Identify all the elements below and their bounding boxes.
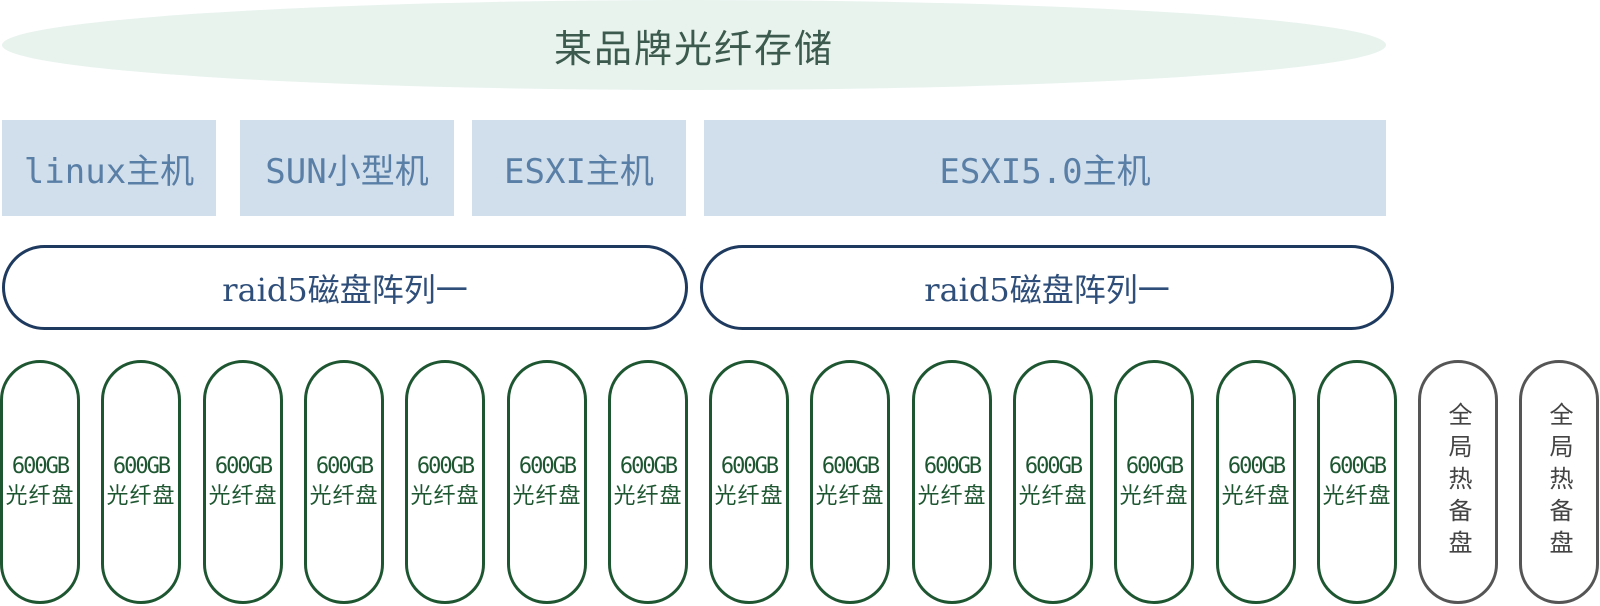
host-label: linux主机 bbox=[23, 151, 195, 192]
disk-capacity: 600GB bbox=[821, 454, 880, 479]
storage-title-text: 某品牌光纤存储 bbox=[553, 26, 834, 71]
hot-spare-label: 全局热备盘 bbox=[1444, 402, 1472, 562]
raid-group-1: raid5磁盘阵列一 bbox=[2, 245, 688, 330]
disk-type: 光纤盘 bbox=[613, 484, 683, 509]
host-label: ESXI主机 bbox=[504, 151, 654, 192]
disk-type: 光纤盘 bbox=[309, 484, 379, 509]
disk-10: 600GB 光纤盘 bbox=[912, 360, 992, 604]
disk-2: 600GB 光纤盘 bbox=[101, 360, 181, 604]
raid-group-2: raid5磁盘阵列一 bbox=[700, 245, 1394, 330]
disk-6: 600GB 光纤盘 bbox=[507, 360, 587, 604]
hot-spare-2: 全局热备盘 bbox=[1519, 360, 1599, 604]
host-label: SUN小型机 bbox=[265, 151, 429, 192]
disk-3: 600GB 光纤盘 bbox=[203, 360, 283, 604]
disk-type: 光纤盘 bbox=[5, 484, 75, 509]
storage-title: 某品牌光纤存储 bbox=[2, 0, 1386, 90]
disk-capacity: 600GB bbox=[11, 454, 70, 479]
disk-capacity: 600GB bbox=[720, 454, 779, 479]
disk-type: 光纤盘 bbox=[106, 484, 176, 509]
disk-type: 光纤盘 bbox=[1018, 484, 1088, 509]
disk-type: 光纤盘 bbox=[815, 484, 885, 509]
disk-type: 光纤盘 bbox=[714, 484, 784, 509]
raid-label: raid5磁盘阵列一 bbox=[924, 270, 1170, 309]
disk-capacity: 600GB bbox=[923, 454, 982, 479]
disk-14: 600GB 光纤盘 bbox=[1317, 360, 1397, 604]
disk-5: 600GB 光纤盘 bbox=[405, 360, 485, 604]
disk-12: 600GB 光纤盘 bbox=[1114, 360, 1194, 604]
host-linux: linux主机 bbox=[2, 120, 216, 216]
disk-type: 光纤盘 bbox=[1221, 484, 1291, 509]
host-sun: SUN小型机 bbox=[240, 120, 454, 216]
disk-4: 600GB 光纤盘 bbox=[304, 360, 384, 604]
hot-spare-1: 全局热备盘 bbox=[1418, 360, 1498, 604]
host-esxi: ESXI主机 bbox=[472, 120, 686, 216]
host-label: ESXI5.0主机 bbox=[939, 151, 1151, 192]
host-esxi5: ESXI5.0主机 bbox=[704, 120, 1386, 216]
disk-type: 光纤盘 bbox=[410, 484, 480, 509]
raid-label: raid5磁盘阵列一 bbox=[222, 270, 468, 309]
disk-type: 光纤盘 bbox=[917, 484, 987, 509]
disk-capacity: 600GB bbox=[112, 454, 171, 479]
disk-1: 600GB 光纤盘 bbox=[0, 360, 80, 604]
disk-9: 600GB 光纤盘 bbox=[810, 360, 890, 604]
disk-13: 600GB 光纤盘 bbox=[1216, 360, 1296, 604]
disk-capacity: 600GB bbox=[518, 454, 577, 479]
disk-type: 光纤盘 bbox=[208, 484, 278, 509]
disk-capacity: 600GB bbox=[1024, 454, 1083, 479]
disk-capacity: 600GB bbox=[1328, 454, 1387, 479]
disk-capacity: 600GB bbox=[416, 454, 475, 479]
hot-spare-label: 全局热备盘 bbox=[1545, 402, 1573, 562]
disk-7: 600GB 光纤盘 bbox=[608, 360, 688, 604]
disk-type: 光纤盘 bbox=[512, 484, 582, 509]
disk-capacity: 600GB bbox=[315, 454, 374, 479]
disk-11: 600GB 光纤盘 bbox=[1013, 360, 1093, 604]
disk-8: 600GB 光纤盘 bbox=[709, 360, 789, 604]
disk-type: 光纤盘 bbox=[1322, 484, 1392, 509]
disk-type: 光纤盘 bbox=[1119, 484, 1189, 509]
disk-capacity: 600GB bbox=[619, 454, 678, 479]
disk-capacity: 600GB bbox=[214, 454, 273, 479]
disk-capacity: 600GB bbox=[1227, 454, 1286, 479]
disk-capacity: 600GB bbox=[1125, 454, 1184, 479]
